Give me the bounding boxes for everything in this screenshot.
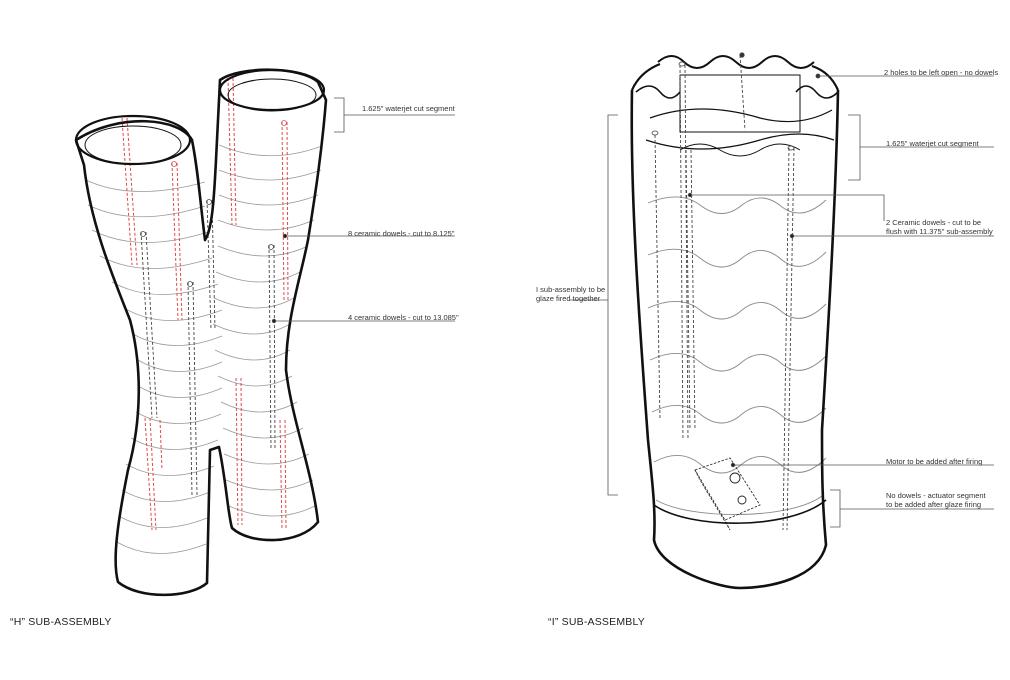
h-waterjet-bracket xyxy=(334,97,345,133)
i-dowels-note-line2: flush with 11.375" sub-assembly xyxy=(886,227,993,236)
h-dowel-red-2 xyxy=(171,162,179,321)
i-waterjet-note: 1.625" waterjet cut segment xyxy=(886,139,979,148)
i-glaze-note-line1: I sub-assembly to be xyxy=(536,285,606,294)
i-dowel-1 xyxy=(685,149,691,431)
i-dowels xyxy=(654,54,795,531)
h-outline xyxy=(74,68,328,597)
h-dowel-red-4 xyxy=(281,121,285,301)
i-dowel-hole-left xyxy=(679,64,684,441)
i-top-rim xyxy=(630,62,840,91)
motor-housing xyxy=(694,457,761,531)
h-dowel-dark-4 xyxy=(268,244,272,451)
i-outline xyxy=(630,89,840,590)
h-left-tube-segments xyxy=(85,179,223,554)
i-dowels-note: 2 Ceramic dowels - cut to be flush with … xyxy=(886,218,993,236)
i-dowels-note-line1: 2 Ceramic dowels - cut to be xyxy=(886,218,982,227)
i-wavy-segments xyxy=(647,196,827,515)
h-dowel-dark-1 xyxy=(140,231,153,419)
h-dowels-4-note: 4 ceramic dowels - cut to 13.085" xyxy=(348,313,459,322)
i-leaders xyxy=(570,75,994,528)
i-top-crown xyxy=(635,55,839,157)
h-dowel-ends xyxy=(140,120,287,287)
i-caption: “I” SUB-ASSEMBLY xyxy=(548,616,645,628)
i-glaze-note: I sub-assembly to be glaze fired togethe… xyxy=(536,285,605,303)
i-glaze-bracket xyxy=(607,114,618,496)
i-glaze-note-line2: glaze fired together xyxy=(536,294,601,303)
h-top-openings xyxy=(74,68,326,166)
i-actuator-bracket xyxy=(830,489,841,528)
h-dowels-8-note: 8 ceramic dowels - cut to 8.125" xyxy=(348,229,455,238)
i-actuator-note-line1: No dowels - actuator segment xyxy=(886,491,986,500)
h-waterjet-note: 1.625" waterjet cut segment xyxy=(362,104,455,113)
i-waterjet-bracket xyxy=(848,114,861,181)
h-dowel-red-6 xyxy=(235,377,239,526)
i-dowel-2 xyxy=(782,147,790,531)
h-dowel-dark-2 xyxy=(187,281,193,496)
h-dowel-red-7 xyxy=(279,419,283,531)
h-sub-assembly-drawing xyxy=(74,68,455,597)
h-dowel-red-5 xyxy=(144,417,153,531)
i-holes-note: 2 holes to be left open - no dowels xyxy=(884,68,999,77)
i-actuator-note-line2: to be added after glaze firing xyxy=(886,500,982,509)
h-dowel-red-1 xyxy=(121,117,133,266)
i-base-ring xyxy=(653,499,827,524)
h-dark-dowels xyxy=(140,199,276,496)
h-dowel-red-3 xyxy=(227,77,233,226)
h-red-dowels xyxy=(121,77,289,531)
h-dowel-dark-3 xyxy=(206,199,212,331)
i-motor-note: Motor to be added after firing xyxy=(886,457,983,466)
i-sub-assembly-drawing xyxy=(570,52,994,590)
h-caption: “H” SUB-ASSEMBLY xyxy=(10,616,112,628)
h-leaders xyxy=(271,97,455,324)
h-right-tube-segments xyxy=(212,144,323,517)
i-actuator-note: No dowels - actuator segment to be added… xyxy=(886,491,986,509)
